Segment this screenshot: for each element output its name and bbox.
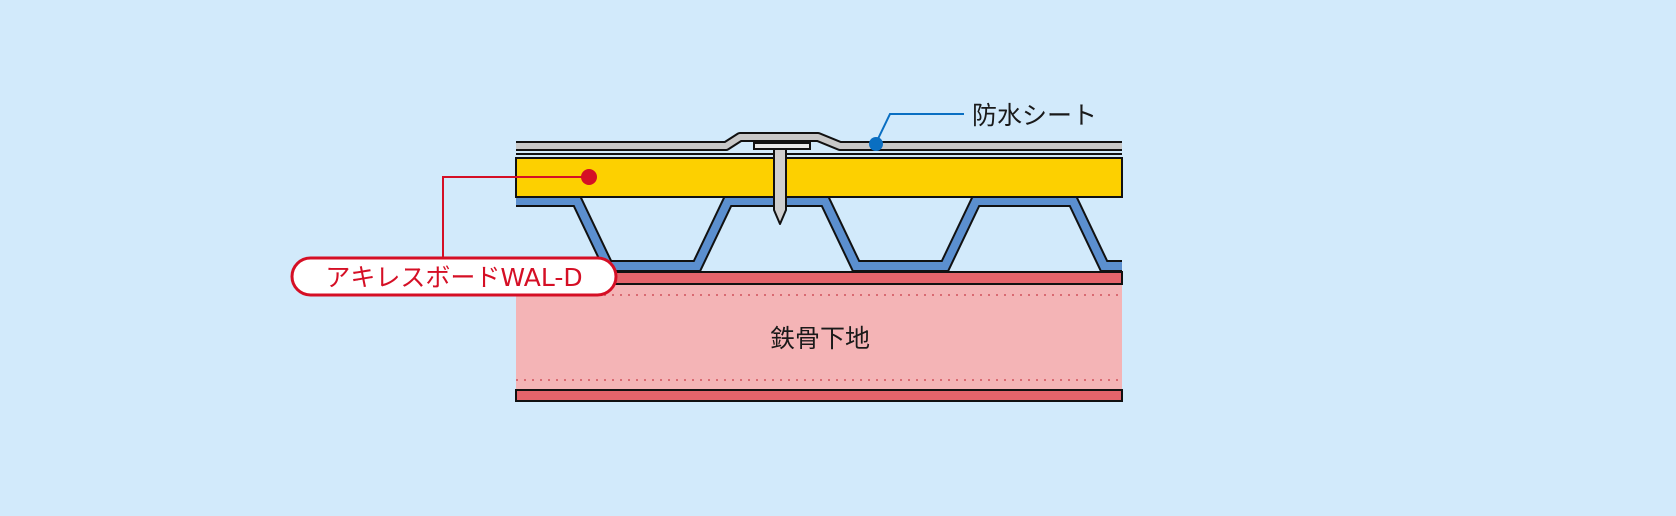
insulation-board [515,157,1123,198]
steel-deck-inner [516,197,1122,270]
steel-base [515,271,1123,402]
steel-body [516,283,1122,390]
board-label-pill [290,256,618,297]
waterproof-sheet [516,134,1122,149]
steel-base-label: 鉄骨下地 [770,324,870,353]
sheet-leader-line [875,113,964,144]
fastener-screw [773,148,787,225]
steel-bottom-band [515,389,1123,402]
board-label: アキレスボードWAL-D [325,263,582,292]
board-leader-line [442,176,589,258]
sheet-leader-dot [869,137,883,151]
board-leader-dot [581,169,597,185]
fastener [753,142,811,225]
waterproof-sheet-label: 防水シート [972,101,1097,130]
